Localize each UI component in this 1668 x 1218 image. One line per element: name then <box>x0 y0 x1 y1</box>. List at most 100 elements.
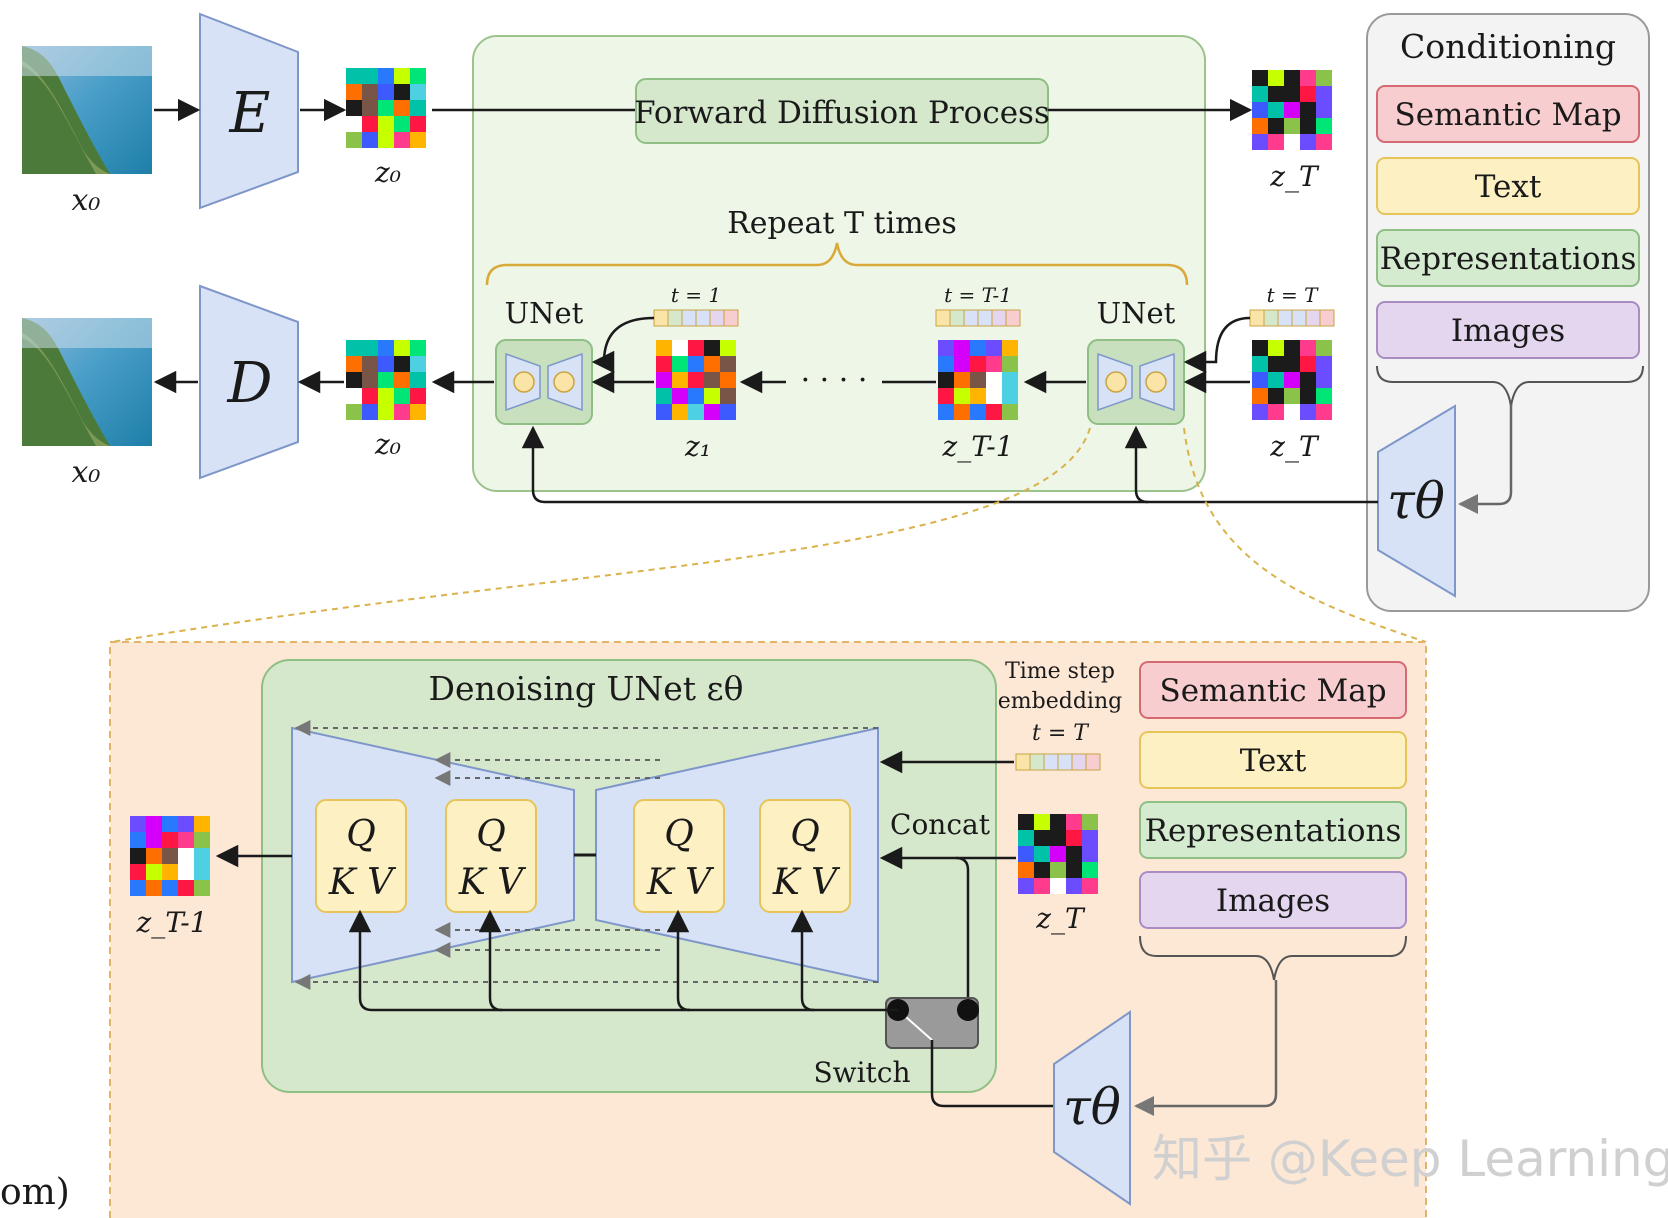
condition-label: Semantic Map <box>1159 673 1386 709</box>
grid-cell <box>394 100 410 116</box>
grid-cell <box>410 340 426 356</box>
grid-cell <box>378 404 394 420</box>
condition-label: Text <box>1240 743 1307 779</box>
strip-cell <box>1071 753 1087 771</box>
grid-cell <box>1300 404 1316 420</box>
strip-cell <box>1085 753 1101 771</box>
concat-label: Concat <box>890 808 991 841</box>
switch-terminal-right <box>957 999 979 1021</box>
condition-box <box>1139 731 1407 789</box>
grid-cell <box>162 864 178 880</box>
grid-cell <box>346 356 362 372</box>
grid-cell <box>130 832 146 848</box>
detail-conditioning-brace <box>1139 935 1407 981</box>
grid-cell <box>938 372 954 388</box>
grid-cell <box>394 84 410 100</box>
grid-cell <box>410 84 426 100</box>
grid-cell <box>162 848 178 864</box>
qkv-kv-label: K V <box>772 862 841 903</box>
grid-cell <box>1018 862 1034 878</box>
grid-cell <box>986 388 1002 404</box>
grid-cell <box>720 372 736 388</box>
grid-cell <box>1316 70 1332 86</box>
grid-cell <box>362 388 378 404</box>
tau-to-switch-line <box>930 1040 1054 1108</box>
grid-cell <box>146 848 162 864</box>
conditioning-title: Conditioning <box>1400 27 1616 66</box>
grid-cell <box>720 340 736 356</box>
grid-cell <box>1284 70 1300 86</box>
grid-cell <box>1268 102 1284 118</box>
grid-cell <box>1034 862 1050 878</box>
grid-cell <box>720 356 736 372</box>
switch-to-qkv-line <box>348 909 898 1012</box>
grid-cell <box>938 388 954 404</box>
grid-cell <box>1252 134 1268 150</box>
grid-cell <box>162 816 178 832</box>
strip-cell <box>1305 309 1321 327</box>
detail-zT-label: z_T <box>1035 902 1086 935</box>
grid-cell <box>394 132 410 148</box>
condition-box <box>1376 85 1640 143</box>
grid-cell <box>656 388 672 404</box>
grid-cell <box>1316 372 1332 388</box>
grid-cell <box>1018 814 1034 830</box>
grid-cell <box>1316 134 1332 150</box>
grid-cell <box>362 404 378 420</box>
grid-cell <box>1268 118 1284 134</box>
latent-grid-detail-zT <box>1018 814 1098 894</box>
qkv-q-label: Q <box>346 814 376 855</box>
grid-cell <box>688 372 704 388</box>
condition-label: Images <box>1216 883 1330 919</box>
grid-cell <box>378 356 394 372</box>
grid-cell <box>410 100 426 116</box>
grid-cell <box>704 388 720 404</box>
grid-cell <box>1300 134 1316 150</box>
zoom-guide-left <box>111 427 1091 643</box>
grid-cell <box>1018 878 1034 894</box>
strip-cell <box>723 309 739 327</box>
zT-bottom-label: z_T <box>1269 430 1320 463</box>
condition-box <box>1139 871 1407 929</box>
latent-grid-zT-top <box>1252 70 1332 150</box>
grid-cell <box>1284 118 1300 134</box>
grid-cell <box>1034 878 1050 894</box>
unet-left-block <box>495 339 593 425</box>
qkv-q-label: Q <box>476 814 506 855</box>
grid-cell <box>1268 372 1284 388</box>
strip-cell <box>681 309 697 327</box>
grid-cell <box>1316 86 1332 102</box>
grid-cell <box>362 68 378 84</box>
grid-cell <box>1284 372 1300 388</box>
condition-box <box>1376 301 1640 359</box>
grid-cell <box>1316 356 1332 372</box>
grid-cell <box>1268 388 1284 404</box>
zT1-label: z_T-1 <box>941 430 1013 463</box>
output-image-x0 <box>22 318 152 446</box>
grid-cell <box>688 356 704 372</box>
condition-label: Semantic Map <box>1394 97 1621 133</box>
grid-cell <box>146 816 162 832</box>
grid-cell <box>378 100 394 116</box>
grid-cell <box>1002 340 1018 356</box>
strip-cell <box>1319 309 1335 327</box>
qkv-kv-label: K V <box>328 862 397 903</box>
grid-cell <box>1268 356 1284 372</box>
grid-cell <box>394 116 410 132</box>
grid-cell <box>362 356 378 372</box>
grid-cell <box>1316 118 1332 134</box>
grid-cell <box>178 832 194 848</box>
timestep-label-line1: Time step <box>1005 659 1115 684</box>
zT-top-label: z_T <box>1269 160 1320 193</box>
strip-cell <box>1005 309 1021 327</box>
grid-cell <box>720 388 736 404</box>
grid-cell <box>346 340 362 356</box>
grid-cell <box>1316 404 1332 420</box>
grid-cell <box>362 372 378 388</box>
grid-cell <box>1252 404 1268 420</box>
grid-cell <box>704 404 720 420</box>
grid-cell <box>378 340 394 356</box>
grid-cell <box>1300 372 1316 388</box>
condition-label: Representations <box>1380 241 1637 277</box>
